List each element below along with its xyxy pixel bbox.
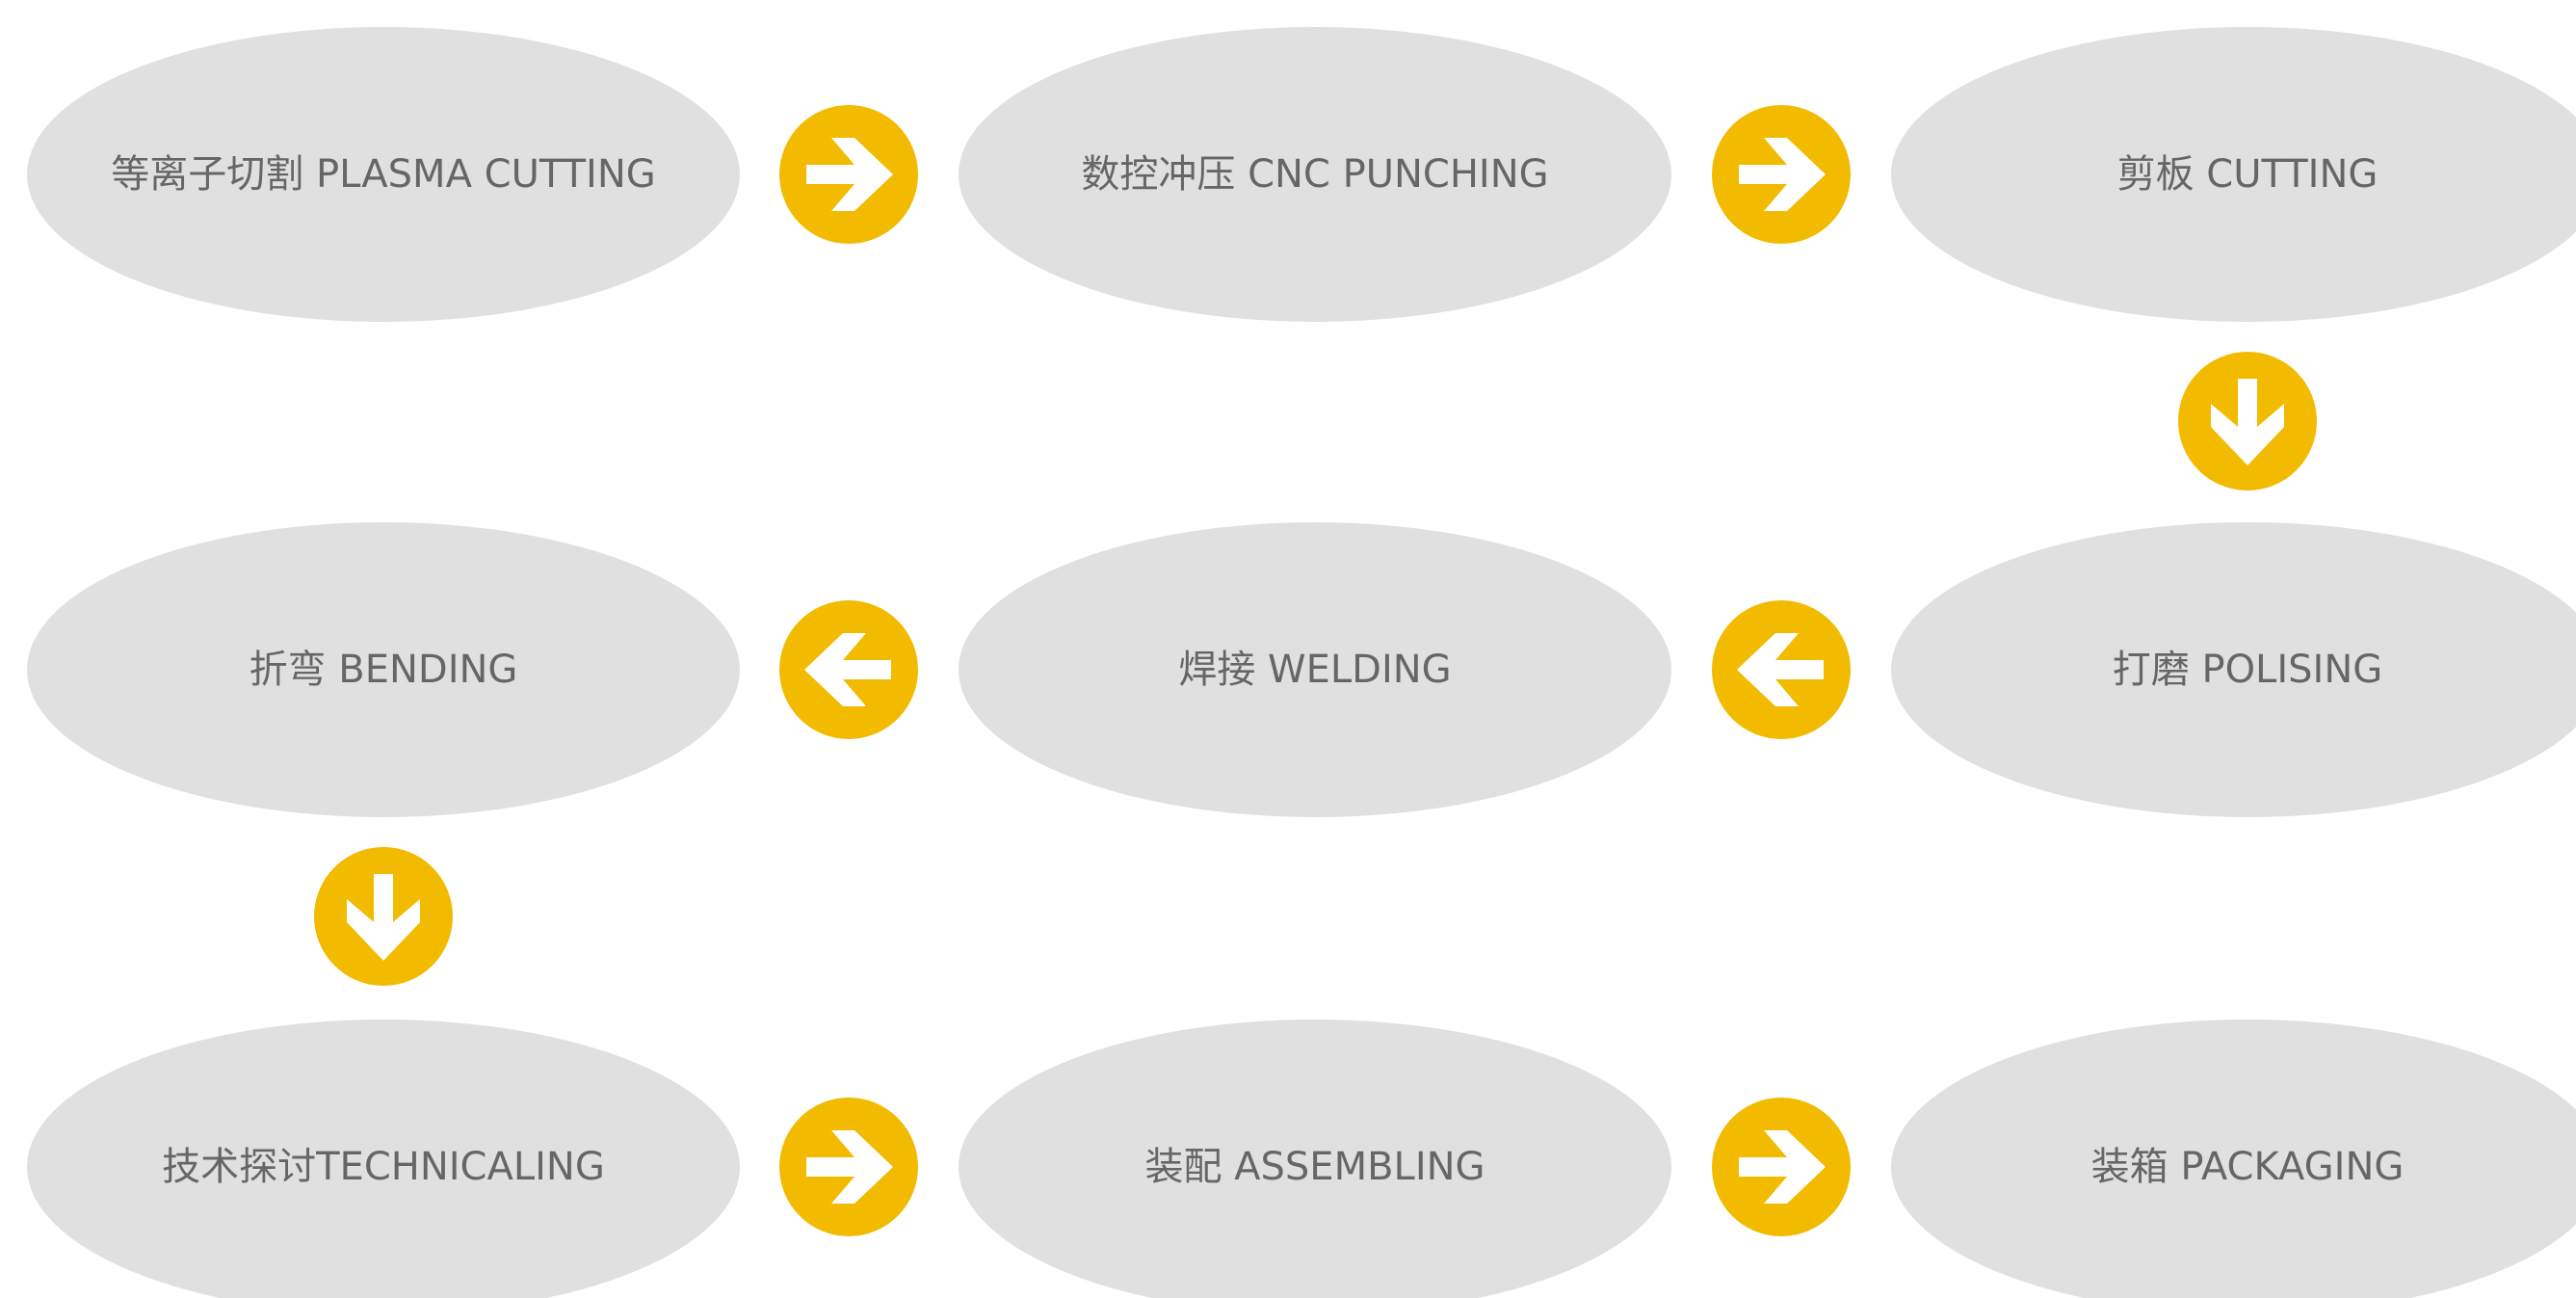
- arrow-right-icon: [1712, 105, 1851, 244]
- process-node-bending: 折弯 BENDING: [27, 522, 740, 817]
- node-ellipse: [27, 27, 740, 322]
- process-node-plasma-cutting: 等离子切割 PLASMA CUTTING: [27, 27, 740, 322]
- arrow-right-icon: [779, 105, 918, 244]
- node-label: 装配 ASSEMBLING: [1144, 1145, 1485, 1189]
- node-ellipse: [959, 27, 1671, 322]
- process-node-cutting: 剪板 CUTTING: [1891, 27, 2576, 322]
- node-ellipse: [27, 1020, 740, 1298]
- node-ellipse: [1891, 27, 2576, 322]
- node-label: 装箱 PACKAGING: [2091, 1145, 2405, 1189]
- node-label: 剪板 CUTTING: [2117, 152, 2379, 197]
- node-ellipse: [959, 522, 1671, 817]
- arrow-right-icon: [1712, 1098, 1851, 1236]
- node-ellipse: [1891, 1020, 2576, 1298]
- arrow-down-icon: [314, 847, 453, 986]
- arrow-left-icon: [779, 600, 918, 739]
- process-node-assembling: 装配 ASSEMBLING: [959, 1020, 1671, 1298]
- process-node-welding: 焊接 WELDING: [959, 522, 1671, 817]
- node-label: 折弯 BENDING: [250, 648, 518, 692]
- node-ellipse: [1891, 522, 2576, 817]
- process-node-technicaling: 技术探讨TECHNICALING: [27, 1020, 740, 1298]
- arrow-right-icon: [779, 1098, 918, 1236]
- node-label: 等离子切割 PLASMA CUTTING: [111, 152, 655, 197]
- node-label: 打磨 POLISING: [2113, 648, 2383, 692]
- node-label: 数控冲压 CNC PUNCHING: [1081, 152, 1548, 197]
- node-ellipse: [27, 522, 740, 817]
- arrow-left-icon: [1712, 600, 1851, 739]
- node-label: 技术探讨TECHNICALING: [162, 1145, 605, 1189]
- arrow-down-icon: [2178, 352, 2317, 490]
- node-label: 焊接 WELDING: [1178, 648, 1451, 692]
- process-node-packaging: 装箱 PACKAGING: [1891, 1020, 2576, 1298]
- process-node-polising: 打磨 POLISING: [1891, 522, 2576, 817]
- process-node-cnc-punching: 数控冲压 CNC PUNCHING: [959, 27, 1671, 322]
- node-ellipse: [959, 1020, 1671, 1298]
